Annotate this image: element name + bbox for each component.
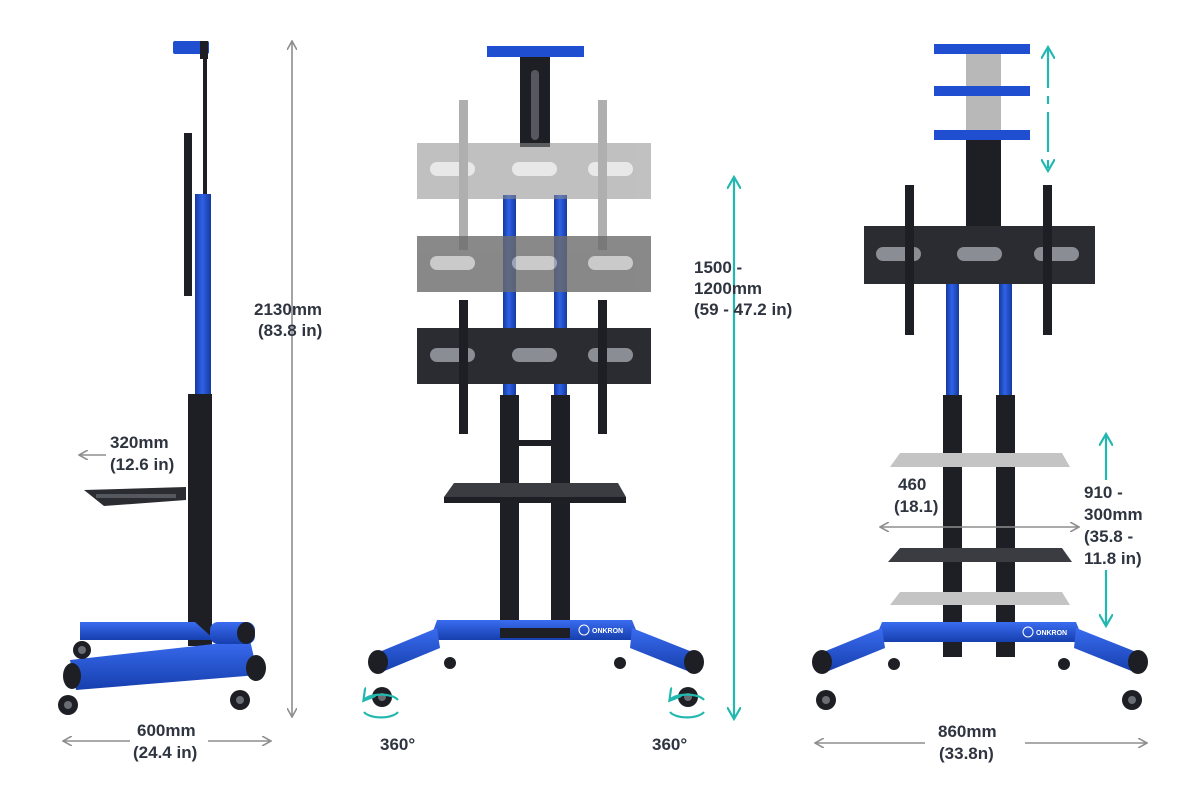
depth-label-1: 320mm bbox=[110, 433, 169, 452]
right-base bbox=[874, 622, 1084, 642]
shelf-position-low bbox=[890, 592, 1070, 605]
height-label-2: (83.8 in) bbox=[258, 321, 322, 340]
range-label-1: 1500 - bbox=[694, 258, 742, 277]
right-base-label-2: (33.8n) bbox=[939, 744, 994, 763]
rotation-label-right: 360° bbox=[652, 735, 687, 754]
blue-column bbox=[195, 194, 211, 394]
right-view: ONKRON 460 (18.1) 910 - 300mm (35.8 - 11… bbox=[812, 44, 1150, 763]
black-column bbox=[188, 394, 212, 646]
rotation-arrow-right-icon bbox=[670, 695, 705, 719]
upper-rod bbox=[203, 55, 207, 195]
tv-plate-mid bbox=[417, 236, 651, 292]
tv-mount-plate bbox=[184, 133, 192, 296]
front-casters bbox=[372, 657, 698, 707]
depth-label-2: (12.6 in) bbox=[110, 455, 174, 474]
range-label-3: (59 - 47.2 in) bbox=[694, 300, 792, 319]
shelf-position-mid bbox=[888, 548, 1072, 562]
right-base-label-1: 860mm bbox=[938, 722, 997, 741]
tv-plate-high bbox=[417, 100, 651, 250]
shelf-range-label-1: 910 - bbox=[1084, 483, 1123, 502]
shelf-width-label-1: 460 bbox=[898, 475, 926, 494]
tv-plate-low bbox=[417, 300, 651, 434]
front-brand-logo: ONKRON bbox=[592, 628, 623, 635]
height-label-1: 2130mm bbox=[254, 300, 322, 319]
shelf-range-label-4: 11.8 in) bbox=[1084, 549, 1142, 568]
rotation-label-left: 360° bbox=[380, 735, 415, 754]
front-shelf bbox=[444, 483, 626, 497]
side-base-label-2: (24.4 in) bbox=[133, 743, 197, 762]
front-view: ONKRON 360° 360° 1500 - 1200mm (59 - 47.… bbox=[364, 46, 792, 754]
base-front-leg bbox=[70, 640, 258, 690]
shelf-position-high bbox=[890, 453, 1070, 467]
camera-shelf-positions bbox=[934, 44, 1030, 240]
right-brand-logo: ONKRON bbox=[1036, 630, 1067, 637]
right-tv-plate bbox=[864, 185, 1095, 335]
range-label-2: 1200mm bbox=[694, 279, 762, 298]
shelf-range-label-3: (35.8 - bbox=[1084, 527, 1133, 546]
shelf-range-label-2: 300mm bbox=[1084, 505, 1143, 524]
right-casters bbox=[816, 658, 1142, 710]
shelf-width-label-2: (18.1) bbox=[894, 497, 938, 516]
side-casters bbox=[58, 641, 250, 715]
rotation-arrow-left-icon bbox=[364, 695, 399, 719]
front-camera-shelf bbox=[487, 46, 584, 57]
side-base-label-1: 600mm bbox=[137, 721, 196, 740]
side-view: 2130mm (83.8 in) 320mm (12.6 in) 600mm (… bbox=[58, 41, 322, 762]
base-rear-leg bbox=[80, 622, 215, 640]
